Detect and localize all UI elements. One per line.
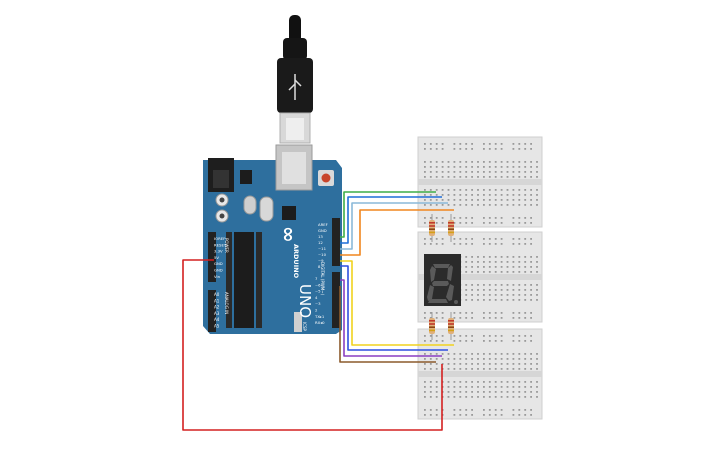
resistor-3[interactable] <box>429 312 435 340</box>
digital-header-bottom <box>332 272 340 328</box>
board-model-label: UNO <box>296 284 314 318</box>
pin-label: ~10 <box>318 252 327 257</box>
analog-in-label: ANALOG IN <box>224 292 229 314</box>
pin-label: GND <box>214 261 223 266</box>
pin-label: 13 <box>318 234 323 239</box>
pin-label: ~11 <box>318 246 327 251</box>
power-jack-inner <box>213 170 229 188</box>
wire-3[interactable] <box>340 202 448 250</box>
display-segments <box>427 264 458 304</box>
pin-label: AREF <box>318 222 328 227</box>
segment-c <box>446 284 454 301</box>
pin-label: 3.3V <box>214 249 223 254</box>
pin-label: 8 <box>318 264 321 269</box>
wire-9[interactable] <box>182 259 443 431</box>
segment-a <box>433 264 450 268</box>
crystal-oscillator <box>259 196 274 222</box>
breadboard-holes <box>424 335 538 416</box>
segment-d <box>428 299 448 303</box>
arduino-logo: ∞ <box>277 226 301 243</box>
pin-label: RESET <box>214 242 227 247</box>
arduino-uno-board[interactable]: ∞ ARDUINO UNO ICSP POWER ANALOG IN DIGIT… <box>203 144 342 334</box>
pin-label: A2 <box>214 305 220 310</box>
pin-label: RX◂0 <box>315 320 325 325</box>
wire-2[interactable] <box>340 196 442 244</box>
segment-g <box>432 281 449 286</box>
pin-label: 4 <box>315 295 318 300</box>
segment-e <box>427 285 434 301</box>
breadboards <box>417 136 543 420</box>
pin-label: TX▸1 <box>314 314 325 319</box>
usb-plug-metal-inner <box>286 118 304 140</box>
chip-socket-right <box>256 232 262 328</box>
display-digit-value: 8 <box>0 0 1 1</box>
breadboard-center-channel <box>418 371 542 377</box>
pin-label: ~5 <box>315 289 321 294</box>
segment-f <box>430 266 436 282</box>
usb-cable-strain-relief <box>283 38 307 60</box>
pin-label: ~9 <box>318 258 324 263</box>
pin-label: GND <box>214 268 223 273</box>
usb-chip <box>282 206 296 220</box>
resistor-2[interactable] <box>448 214 454 242</box>
wire-6[interactable] <box>340 265 448 351</box>
pin-label: GND <box>318 228 327 233</box>
pin-label: ~6 <box>315 282 321 287</box>
segment-dp <box>454 300 458 304</box>
wires <box>182 191 454 431</box>
pin-label: 2 <box>315 308 318 313</box>
usb-cable-tail <box>289 15 301 45</box>
power-header <box>208 232 216 282</box>
resistor-4[interactable] <box>448 312 454 340</box>
pin-label: A1 <box>214 298 220 303</box>
digital-label: DIGITAL (PWM~) <box>320 262 325 296</box>
digital-header-top <box>332 218 340 266</box>
resistors <box>429 214 454 340</box>
wire-4[interactable] <box>340 209 454 256</box>
pin-label: A4 <box>214 317 220 322</box>
breadboard-holes <box>424 143 538 224</box>
pin-label: A0 <box>214 292 220 297</box>
pin-label: ~3 <box>315 301 321 306</box>
pin-label: 7 <box>315 276 318 281</box>
icsp-header <box>294 312 302 332</box>
pin-label: 5V <box>214 255 219 260</box>
usb-cable[interactable] <box>277 15 313 144</box>
wire-7[interactable] <box>340 279 442 357</box>
power-label: POWER <box>224 238 229 253</box>
usb-icon <box>288 74 302 100</box>
breadboard-1[interactable] <box>417 136 543 228</box>
arduino-logo-icon: ∞ <box>277 226 301 243</box>
wire-5[interactable] <box>340 260 454 346</box>
atmega-chip <box>234 232 254 328</box>
wire-8[interactable] <box>339 286 436 363</box>
board-brand-label: ARDUINO <box>292 244 300 279</box>
icsp-label: ICSP <box>302 322 307 332</box>
reset-button[interactable] <box>321 173 331 183</box>
usb-b-port-inner <box>282 152 306 184</box>
regulator <box>240 170 252 184</box>
crystal <box>243 195 257 215</box>
analog-header <box>208 290 216 332</box>
pin-label: IOREF <box>214 236 225 241</box>
resistor-1[interactable] <box>429 214 435 242</box>
wire-1[interactable] <box>340 191 436 238</box>
seven-segment-display[interactable]: 8 <box>0 0 461 306</box>
pin-label: Vin <box>214 274 221 279</box>
pin-label: 12 <box>318 240 323 245</box>
segment-b <box>447 265 453 281</box>
pin-label: A5 <box>214 324 220 329</box>
breadboard-3[interactable] <box>417 328 543 420</box>
pin-label: A3 <box>214 311 220 316</box>
pin-labels: IOREFRESET3.3V5VGNDGNDVinA0A1A2A3A4A5ARE… <box>214 222 328 329</box>
breadboard-center-channel <box>418 274 542 280</box>
breadboard-center-channel <box>418 179 542 185</box>
chip-socket-left <box>226 232 232 328</box>
